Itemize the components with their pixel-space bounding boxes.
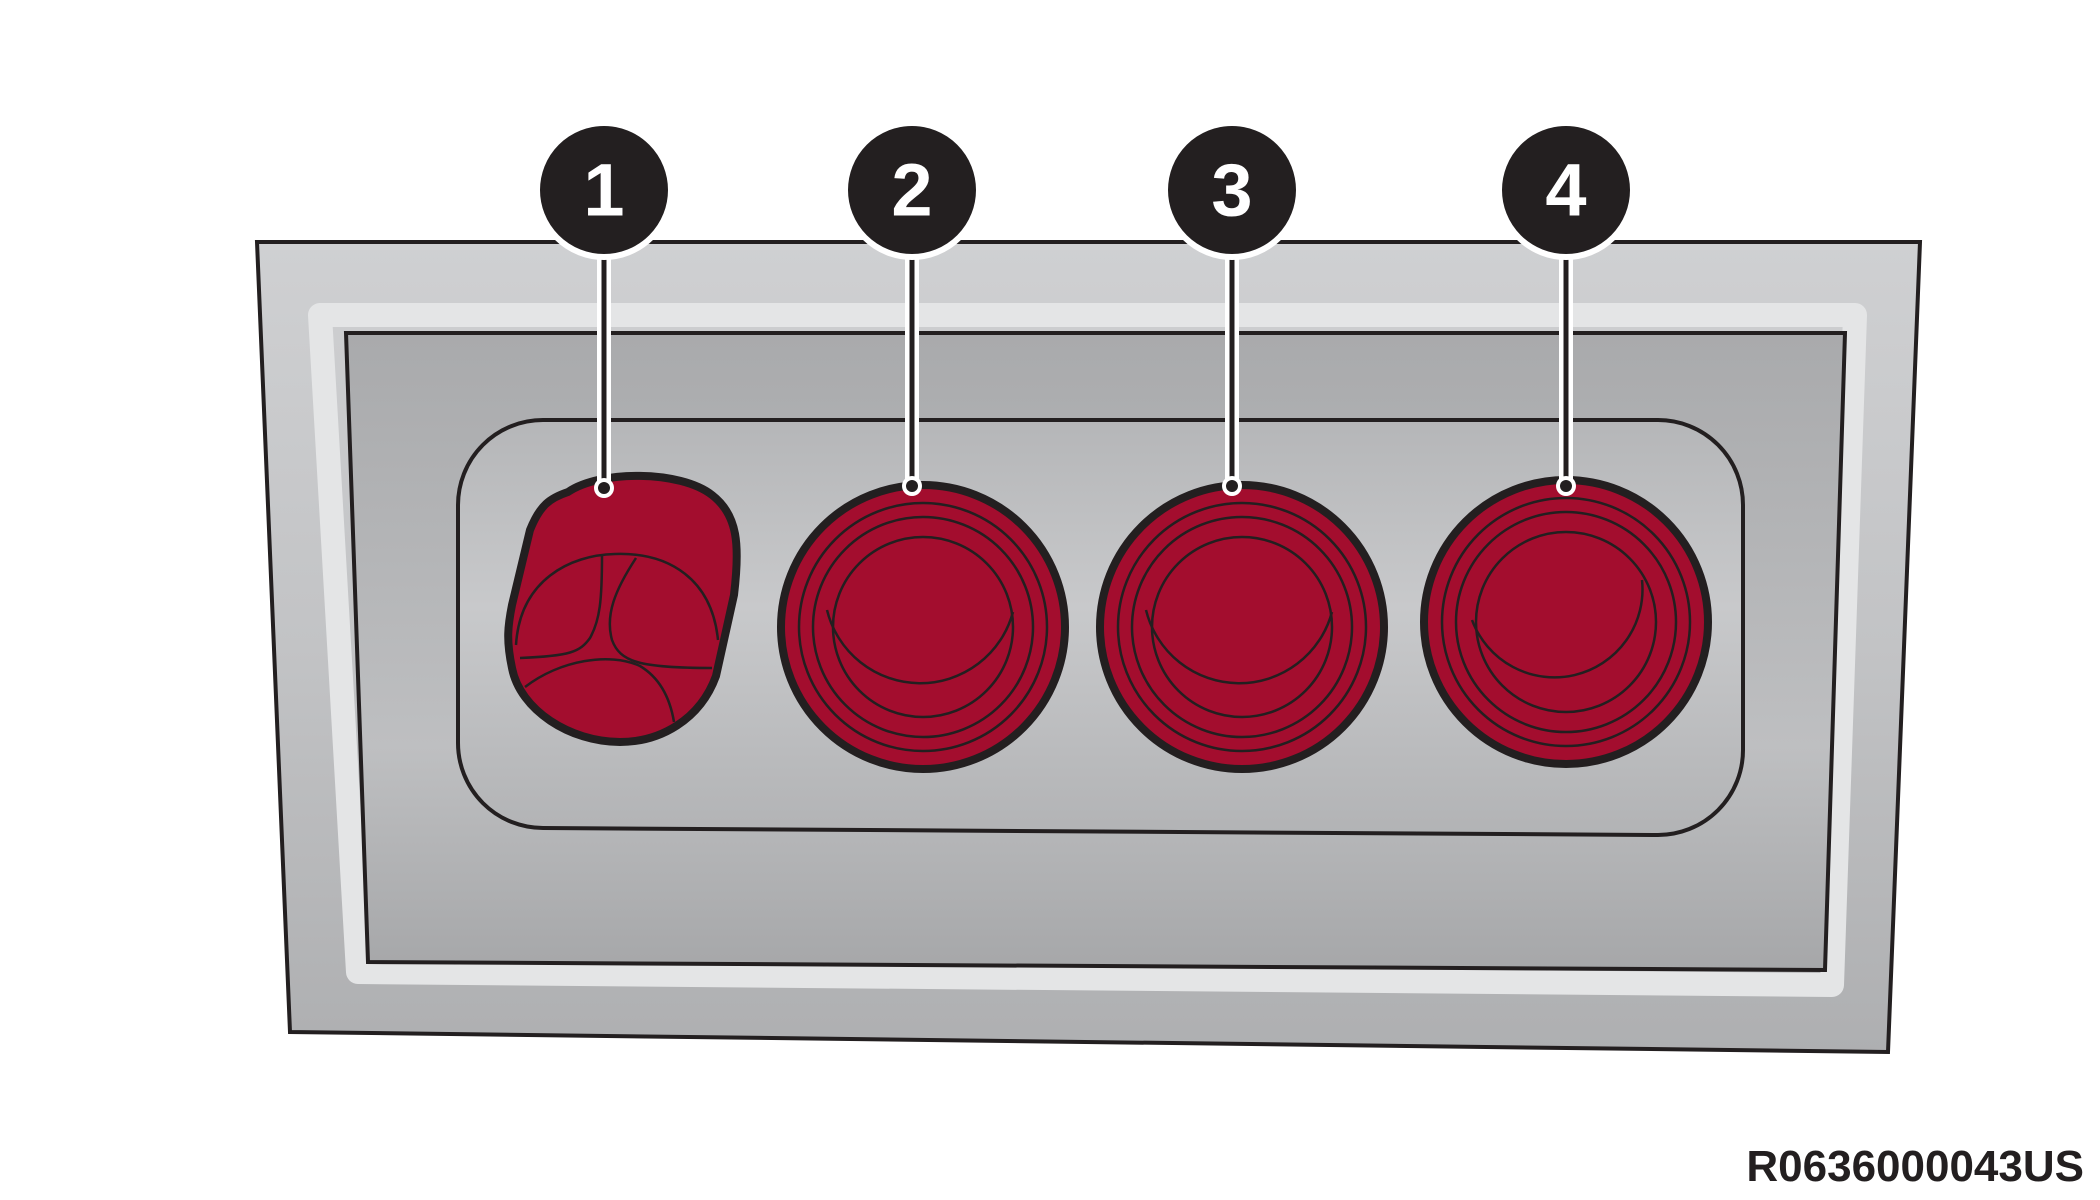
callout-number-2: 2: [891, 149, 932, 232]
figure-reference-code: R0636000043US: [1746, 1142, 2084, 1191]
panel-bezel-highlight: [308, 303, 1867, 997]
round-lamp-2[interactable]: [777, 481, 1069, 773]
callout-number-1: 1: [583, 149, 624, 232]
split-dome-lamp[interactable]: [504, 471, 741, 747]
round-lamp-4[interactable]: [1420, 476, 1712, 768]
callout-number-3: 3: [1211, 149, 1252, 232]
callout-1: 1: [534, 120, 674, 498]
callout-4: 4: [1496, 120, 1636, 496]
round-lamp-3[interactable]: [1096, 481, 1388, 773]
callout-number-4: 4: [1545, 149, 1586, 232]
callout-2: 2: [842, 120, 982, 496]
callout-3: 3: [1162, 120, 1302, 496]
